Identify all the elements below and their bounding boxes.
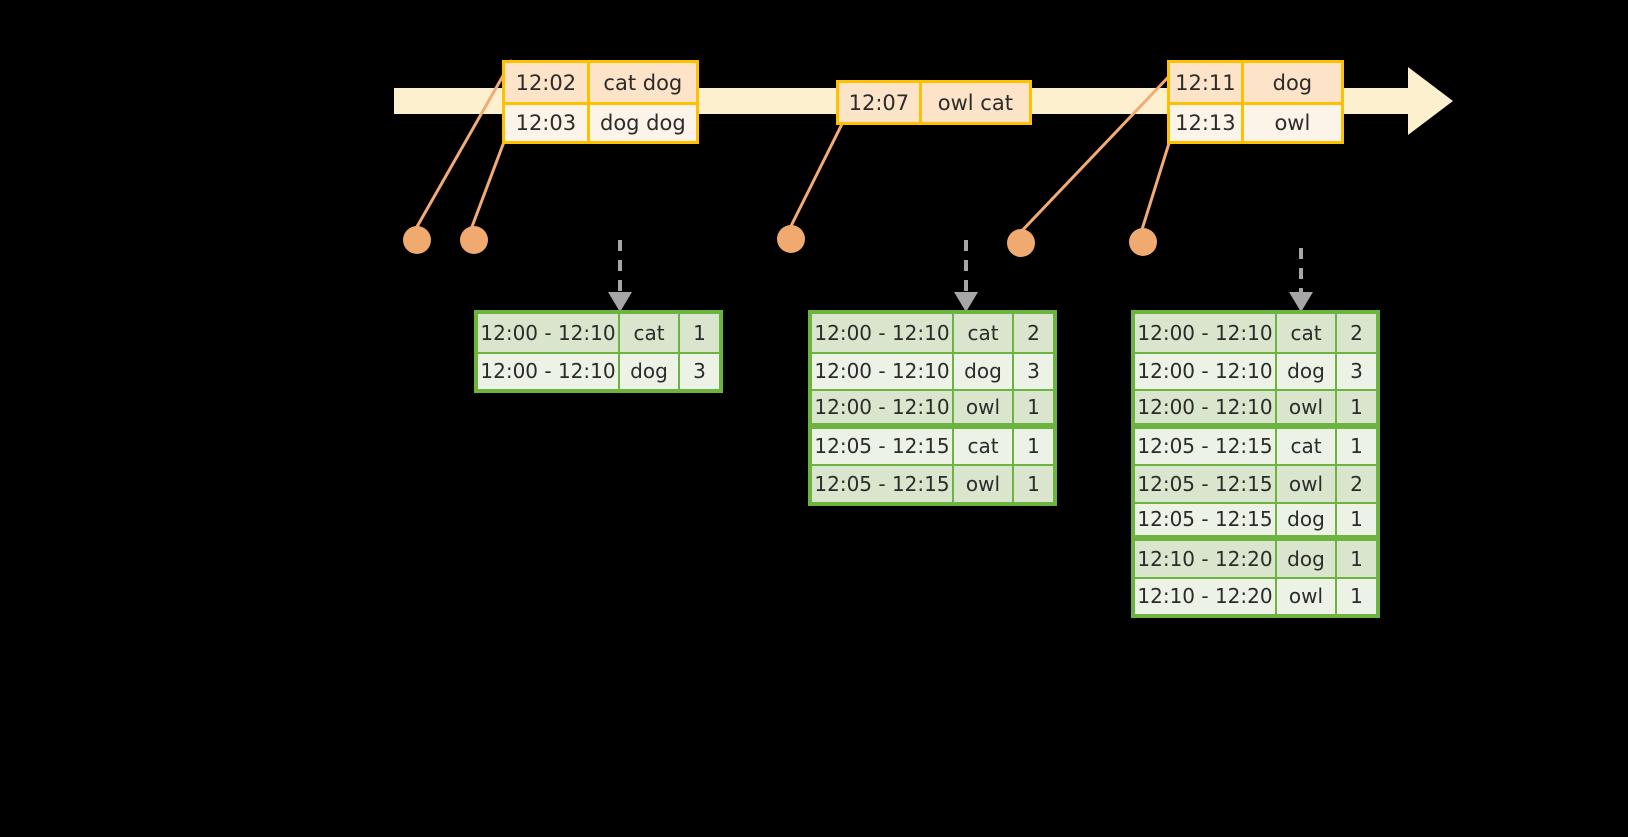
key-cell: dog — [1277, 541, 1337, 577]
key-cell: cat — [954, 314, 1014, 352]
count-cell: 1 — [1350, 394, 1363, 419]
key-cell: cat — [1277, 428, 1337, 464]
count-cell: 3 — [1350, 359, 1363, 384]
key-cell: owl — [1277, 391, 1337, 423]
table-row: 12:00 - 12:10 owl 1 — [1135, 389, 1376, 427]
key-cell: cat — [620, 314, 680, 352]
table-row: 12:00 - 12:10 dog 3 — [812, 351, 1053, 389]
key-cell: cat — [954, 428, 1014, 464]
key-cell: dog — [1277, 503, 1337, 535]
event-value: owl — [1274, 111, 1311, 135]
count-cell: 1 — [1350, 546, 1363, 571]
key-cell: cat — [1277, 314, 1337, 352]
window-cell: 12:00 - 12:10 — [812, 353, 954, 389]
count-cell: 3 — [693, 359, 706, 384]
window-cell: 12:00 - 12:10 — [478, 314, 620, 352]
count-cell: 3 — [1027, 359, 1040, 384]
count-cell: 1 — [1027, 434, 1040, 459]
table-row: 12:00 - 12:10 cat 1 — [478, 314, 719, 352]
key-cell: owl — [1277, 578, 1337, 614]
event-dot-2 — [460, 226, 488, 254]
table-row: 12:05 - 12:15 owl 1 — [812, 464, 1053, 502]
timeline-arrow-head — [1408, 67, 1453, 135]
result-table-1[interactable]: 12:00 - 12:10 cat 1 12:00 - 12:10 dog 3 — [474, 310, 723, 393]
table-row: 12:10 - 12:20 dog 1 — [1135, 539, 1376, 577]
event-value: owl cat — [937, 90, 1013, 115]
result-table-3[interactable]: 12:00 - 12:10 cat 2 12:00 - 12:10 dog 3 … — [1131, 310, 1380, 618]
event-time: 12:02 — [505, 63, 590, 102]
count-cell: 1 — [1027, 471, 1040, 496]
emit-arrow-3 — [1289, 248, 1313, 312]
event-dot-4 — [1007, 229, 1035, 257]
event-dot-3 — [777, 225, 805, 253]
window-cell: 12:10 - 12:20 — [1135, 541, 1277, 577]
event-value: cat dog — [603, 70, 683, 95]
window-cell: 12:05 - 12:15 — [1135, 466, 1277, 502]
event-box-3[interactable]: 12:11 dog 12:13 owl — [1167, 60, 1344, 144]
event-time: 12:11 — [1170, 63, 1244, 102]
table-row: 12:10 - 12:20 owl 1 — [1135, 576, 1376, 614]
count-cell: 2 — [1350, 320, 1363, 345]
window-cell: 12:10 - 12:20 — [1135, 578, 1277, 614]
count-cell: 1 — [1027, 394, 1040, 419]
table-row: 12:00 - 12:10 cat 2 — [1135, 314, 1376, 352]
event-dot-1 — [403, 226, 431, 254]
table-row: 12:00 - 12:10 dog 3 — [1135, 351, 1376, 389]
count-cell: 1 — [693, 320, 706, 345]
window-cell: 12:05 - 12:15 — [1135, 428, 1277, 464]
table-row: 12:05 - 12:15 dog 1 — [1135, 501, 1376, 539]
table-row: 12:05 - 12:15 cat 1 — [812, 426, 1053, 464]
key-cell: owl — [1277, 466, 1337, 502]
window-cell: 12:00 - 12:10 — [1135, 314, 1277, 352]
emit-arrow-2 — [954, 240, 978, 312]
window-cell: 12:05 - 12:15 — [1135, 503, 1277, 535]
connector-line-1 — [412, 59, 514, 233]
key-cell: dog — [1277, 353, 1337, 389]
window-cell: 12:00 - 12:10 — [1135, 353, 1277, 389]
event-value: dog — [1272, 70, 1313, 95]
table-row: 12:00 - 12:10 cat 2 — [812, 314, 1053, 352]
window-cell: 12:05 - 12:15 — [812, 466, 954, 502]
window-cell: 12:00 - 12:10 — [812, 314, 954, 352]
key-cell: owl — [954, 466, 1014, 502]
event-time: 12:07 — [839, 83, 922, 122]
event-dot-5 — [1129, 228, 1157, 256]
table-row: 12:00 - 12:10 owl 1 — [812, 389, 1053, 427]
key-cell: owl — [954, 391, 1014, 423]
window-cell: 12:00 - 12:10 — [812, 391, 954, 423]
event-row: 12:13 owl — [1170, 102, 1341, 141]
event-value: dog dog — [600, 111, 686, 135]
event-row: 12:02 cat dog — [505, 63, 696, 102]
event-time: 12:03 — [505, 105, 590, 141]
event-box-1[interactable]: 12:02 cat dog 12:03 dog dog — [502, 60, 699, 144]
emit-arrow-1 — [608, 240, 632, 312]
count-cell: 2 — [1027, 320, 1040, 345]
key-cell: dog — [954, 353, 1014, 389]
event-row: 12:03 dog dog — [505, 102, 696, 141]
event-box-2[interactable]: 12:07 owl cat — [836, 80, 1032, 125]
event-row: 12:11 dog — [1170, 63, 1341, 102]
key-cell: dog — [620, 353, 680, 389]
window-cell: 12:00 - 12:10 — [1135, 391, 1277, 423]
window-cell: 12:00 - 12:10 — [478, 353, 620, 389]
table-row: 12:05 - 12:15 cat 1 — [1135, 426, 1376, 464]
count-cell: 1 — [1350, 434, 1363, 459]
event-row: 12:07 owl cat — [839, 83, 1029, 122]
connector-line-3 — [786, 121, 845, 233]
count-cell: 2 — [1350, 471, 1363, 496]
window-cell: 12:05 - 12:15 — [812, 428, 954, 464]
count-cell: 1 — [1350, 584, 1363, 609]
result-table-2[interactable]: 12:00 - 12:10 cat 2 12:00 - 12:10 dog 3 … — [808, 310, 1057, 506]
table-row: 12:05 - 12:15 owl 2 — [1135, 464, 1376, 502]
table-row: 12:00 - 12:10 dog 3 — [478, 351, 719, 389]
event-time: 12:13 — [1170, 105, 1244, 141]
count-cell: 1 — [1350, 507, 1363, 532]
